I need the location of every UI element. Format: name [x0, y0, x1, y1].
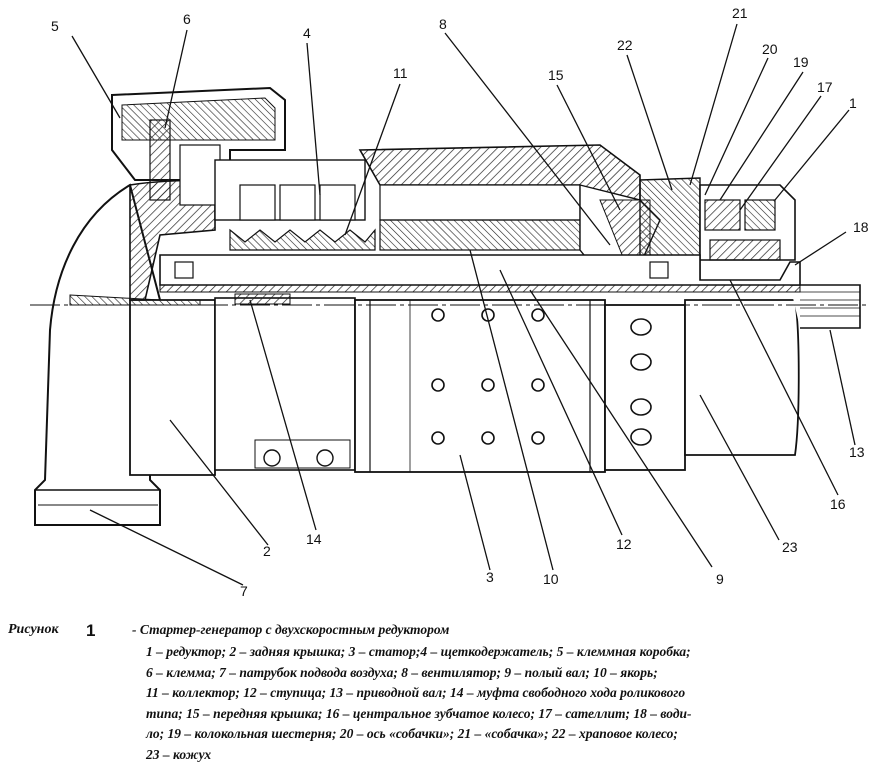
callout-12: 12	[616, 536, 632, 552]
rear-cover	[129, 297, 356, 476]
callout-2: 2	[263, 543, 271, 559]
caption-title: - Стартер-генератор с двухскоростным ред…	[132, 622, 450, 637]
callout-5: 5	[51, 18, 59, 34]
callout-13: 13	[849, 444, 865, 460]
leader-lines	[71, 23, 856, 586]
callout-18: 18	[853, 219, 869, 235]
callout-7: 7	[240, 583, 248, 599]
caption-line: 11 – коллектор; 12 – ступица; 13 – приво…	[146, 685, 686, 701]
callout-16: 16	[830, 496, 846, 512]
caption-line: 23 – кожух	[146, 746, 212, 762]
callout-17: 17	[817, 79, 833, 95]
callout-1: 1	[849, 95, 857, 111]
callout-3: 3	[486, 569, 494, 585]
callout-10: 10	[543, 571, 559, 587]
caption-number: 1	[86, 621, 96, 640]
callout-21: 21	[732, 5, 748, 21]
callout-8: 8	[439, 16, 447, 32]
callout-numbers: 1 2 3 4 5 6 7 8 9 10 11 12 13 14 15 16 1…	[51, 5, 869, 599]
callout-22: 22	[617, 37, 633, 53]
callout-19: 19	[793, 54, 809, 70]
callout-15: 15	[548, 67, 564, 83]
caption-line: ло; 19 – колокольная шестерня; 20 – ось …	[146, 726, 678, 742]
callout-23: 23	[782, 539, 798, 555]
caption-line: 1 – редуктор; 2 – задняя крышка; 3 – ста…	[146, 644, 691, 659]
caption-label: Рисунок	[8, 622, 59, 637]
sectional-view	[69, 86, 801, 306]
callout-9: 9	[716, 571, 724, 587]
stator-bolts	[431, 308, 545, 445]
starter-generator-drawing: 1 2 3 4 5 6 7 8 9 10 11 12 13 14 15 16 1…	[30, 5, 870, 599]
front-cover	[604, 304, 686, 471]
callout-4: 4	[303, 25, 311, 41]
callout-11: 11	[393, 65, 408, 81]
caption-line: типа; 15 – передняя крышка; 16 – централ…	[146, 705, 692, 721]
caption-line: 6 – клемма; 7 – патрубок подвода воздуха…	[146, 664, 658, 680]
drive-shaft	[790, 284, 861, 329]
cowl	[684, 299, 800, 456]
caption-legend: 1 – редуктор; 2 – задняя крышка; 3 – ста…	[146, 642, 692, 766]
stator-housing	[354, 299, 606, 473]
callout-20: 20	[762, 41, 778, 57]
callout-14: 14	[306, 531, 322, 547]
callout-6: 6	[183, 11, 191, 27]
